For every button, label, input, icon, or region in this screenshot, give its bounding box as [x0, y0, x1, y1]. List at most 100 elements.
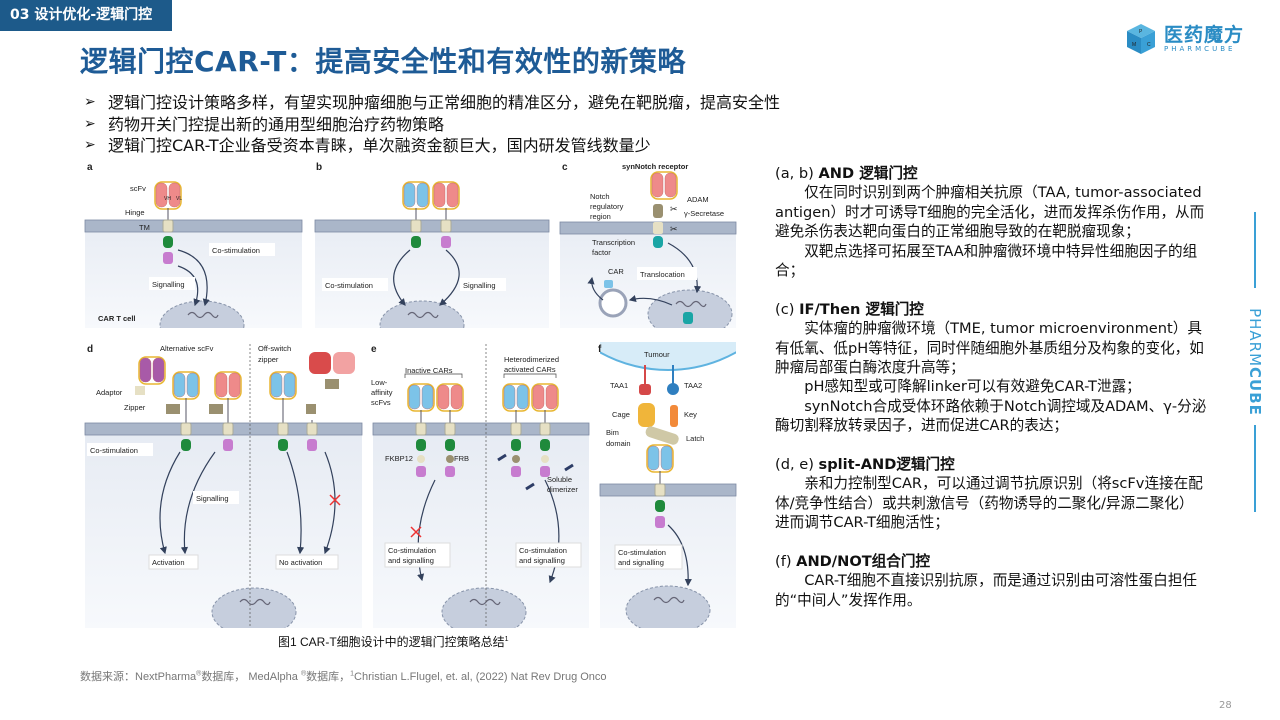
- label-costim: Co-stimulation: [90, 446, 138, 455]
- figure-caption: 图1 CAR-T细胞设计中的逻辑门控策略总结1: [278, 635, 509, 649]
- label-notch: region: [590, 212, 611, 221]
- costimulatory-domain: [416, 439, 426, 451]
- label-fkbp12: FKBP12: [385, 454, 413, 463]
- page-title: 逻辑门控CAR-T：提高安全性和有效性的新策略: [80, 45, 686, 78]
- label-taa1: TAA1: [610, 381, 628, 390]
- transcription-factor: [653, 236, 663, 248]
- adaptor: [135, 386, 145, 395]
- label-alt-scfv: Alternative scFv: [160, 344, 214, 353]
- bullet-item: ➢药物开关门控提出新的通用型细胞治疗药物策略: [84, 114, 780, 136]
- label-notch: Notch: [590, 192, 610, 201]
- data-source: 数据来源：NextPharma®数据库， MedAlpha ®数据库，1Chri…: [80, 670, 607, 683]
- label-secretase: γ-Secretase: [684, 209, 724, 218]
- panel-label-a: a: [87, 162, 93, 173]
- scfv-vh: [503, 384, 516, 410]
- scfv-vl: [516, 384, 529, 410]
- transmembrane-domain: [440, 219, 452, 233]
- dna-icon: [675, 300, 707, 308]
- costimulatory-domain: [411, 236, 421, 248]
- transmembrane-domain: [415, 422, 427, 436]
- label-off-switch: Off-switch: [258, 344, 291, 353]
- scfv-vl: [545, 384, 558, 410]
- label-taa2: TAA2: [684, 381, 702, 390]
- costimulatory-domain: [278, 439, 288, 451]
- signal-arrow: [159, 451, 181, 555]
- scfv-vh: [155, 182, 168, 208]
- signal-arrow: [286, 451, 305, 555]
- signalling-domain: [307, 439, 317, 451]
- pharmcube-logo: P M C 医药魔方 PHARMCUBE: [1124, 22, 1244, 56]
- label-heterodimerized: Heterodimerized: [504, 355, 559, 364]
- logo-en: PHARMCUBE: [1164, 45, 1236, 53]
- dimerization-domain: [446, 455, 454, 463]
- scfv-vl: [660, 445, 673, 471]
- car-t-logic-gate-figure: ✂✂ a b c d e f scFv VH VL Hinge TM Co-st…: [84, 160, 737, 628]
- dimerizer-molecule: [497, 453, 507, 462]
- logo-cn: 医药魔方: [1164, 24, 1245, 46]
- label-tm: TM: [139, 223, 150, 232]
- label-costim: Co-stimulation: [325, 281, 373, 290]
- signal-arrow: [393, 249, 411, 306]
- costimulatory-domain: [655, 500, 665, 512]
- figure-text: P: [1139, 29, 1143, 35]
- scfv-vl: [450, 384, 463, 410]
- signal-arrow: [544, 479, 560, 584]
- zipper: [325, 379, 339, 389]
- panel-label-b: b: [316, 162, 322, 173]
- bullet-item: ➢逻辑门控设计策略多样，有望实现肿瘤细胞与正常细胞的精准区分，避免在靶脱瘤，提高…: [84, 92, 780, 114]
- scfv-vl: [664, 172, 677, 198]
- signal-arrow: [177, 249, 210, 307]
- dimerization-domain: [512, 455, 520, 463]
- scfv-vl: [283, 372, 296, 398]
- nucleus: [625, 585, 711, 628]
- notch-regulatory-region: [653, 204, 663, 218]
- transmembrane-domain: [653, 222, 663, 234]
- signal-arrow: [180, 451, 216, 555]
- panel-label-d: d: [87, 344, 93, 355]
- key: [670, 405, 678, 427]
- scfv-vh: [139, 357, 152, 383]
- scfv-vh: [270, 372, 283, 398]
- bullet-text: 逻辑门控CAR-T企业备受资本青睐，单次融资金额巨大，国内研发管线数量少: [108, 136, 651, 155]
- arrowhead-bullet-icon: ➢: [84, 137, 96, 153]
- label-key: Key: [684, 410, 697, 419]
- costimulatory-domain: [163, 236, 173, 248]
- signalling-domain: [163, 252, 173, 264]
- off-switch-zipper: [309, 352, 331, 374]
- label-low-affinity: Low-: [371, 378, 388, 387]
- bullet-text: 逻辑门控设计策略多样，有望实现肿瘤细胞与正常细胞的精准区分，避免在靶脱瘤，提高安…: [108, 93, 781, 112]
- label-bim: Bim: [606, 428, 619, 437]
- extracellular-space: [315, 160, 549, 220]
- transmembrane-domain: [510, 422, 522, 436]
- signalling-domain: [441, 236, 451, 248]
- label-frb: FRB: [454, 454, 469, 463]
- dna-icon: [653, 596, 685, 604]
- scfv-vh: [647, 445, 660, 471]
- signal-arrow: [628, 295, 673, 306]
- section-tag: 03 设计优化-逻辑门控: [0, 0, 172, 31]
- label-translocation: Translocation: [640, 270, 685, 279]
- label-bim: domain: [606, 439, 631, 448]
- label-cs: and signalling: [519, 556, 565, 565]
- transmembrane-domain: [277, 422, 289, 436]
- label-adam: ADAM: [687, 195, 709, 204]
- dimerization-domain: [541, 455, 549, 463]
- taa1: [639, 384, 651, 395]
- cell-membrane: [599, 483, 737, 497]
- extracellular-space: [560, 160, 736, 222]
- nucleus: [647, 289, 733, 328]
- scfv-vh: [437, 384, 450, 410]
- off-switch-zipper: [333, 352, 355, 374]
- bullet-list: ➢ 逻辑门控设计策略多样，有望实现肿瘤细胞与正常细胞的精准区分，避免在靶脱瘤，提高…: [84, 92, 780, 157]
- label-car-t-cell: CAR T cell: [98, 314, 136, 323]
- transmembrane-domain: [180, 422, 192, 436]
- signal-arrow: [667, 524, 692, 587]
- nucleus: [211, 587, 297, 628]
- transmembrane-domain: [410, 219, 422, 233]
- dna-icon: [239, 598, 271, 606]
- costimulatory-domain: [445, 439, 455, 451]
- signalling-domain: [416, 466, 426, 477]
- label-cs: and signalling: [618, 558, 664, 567]
- transmembrane-domain: [654, 483, 666, 497]
- signal-arrow: [587, 276, 604, 301]
